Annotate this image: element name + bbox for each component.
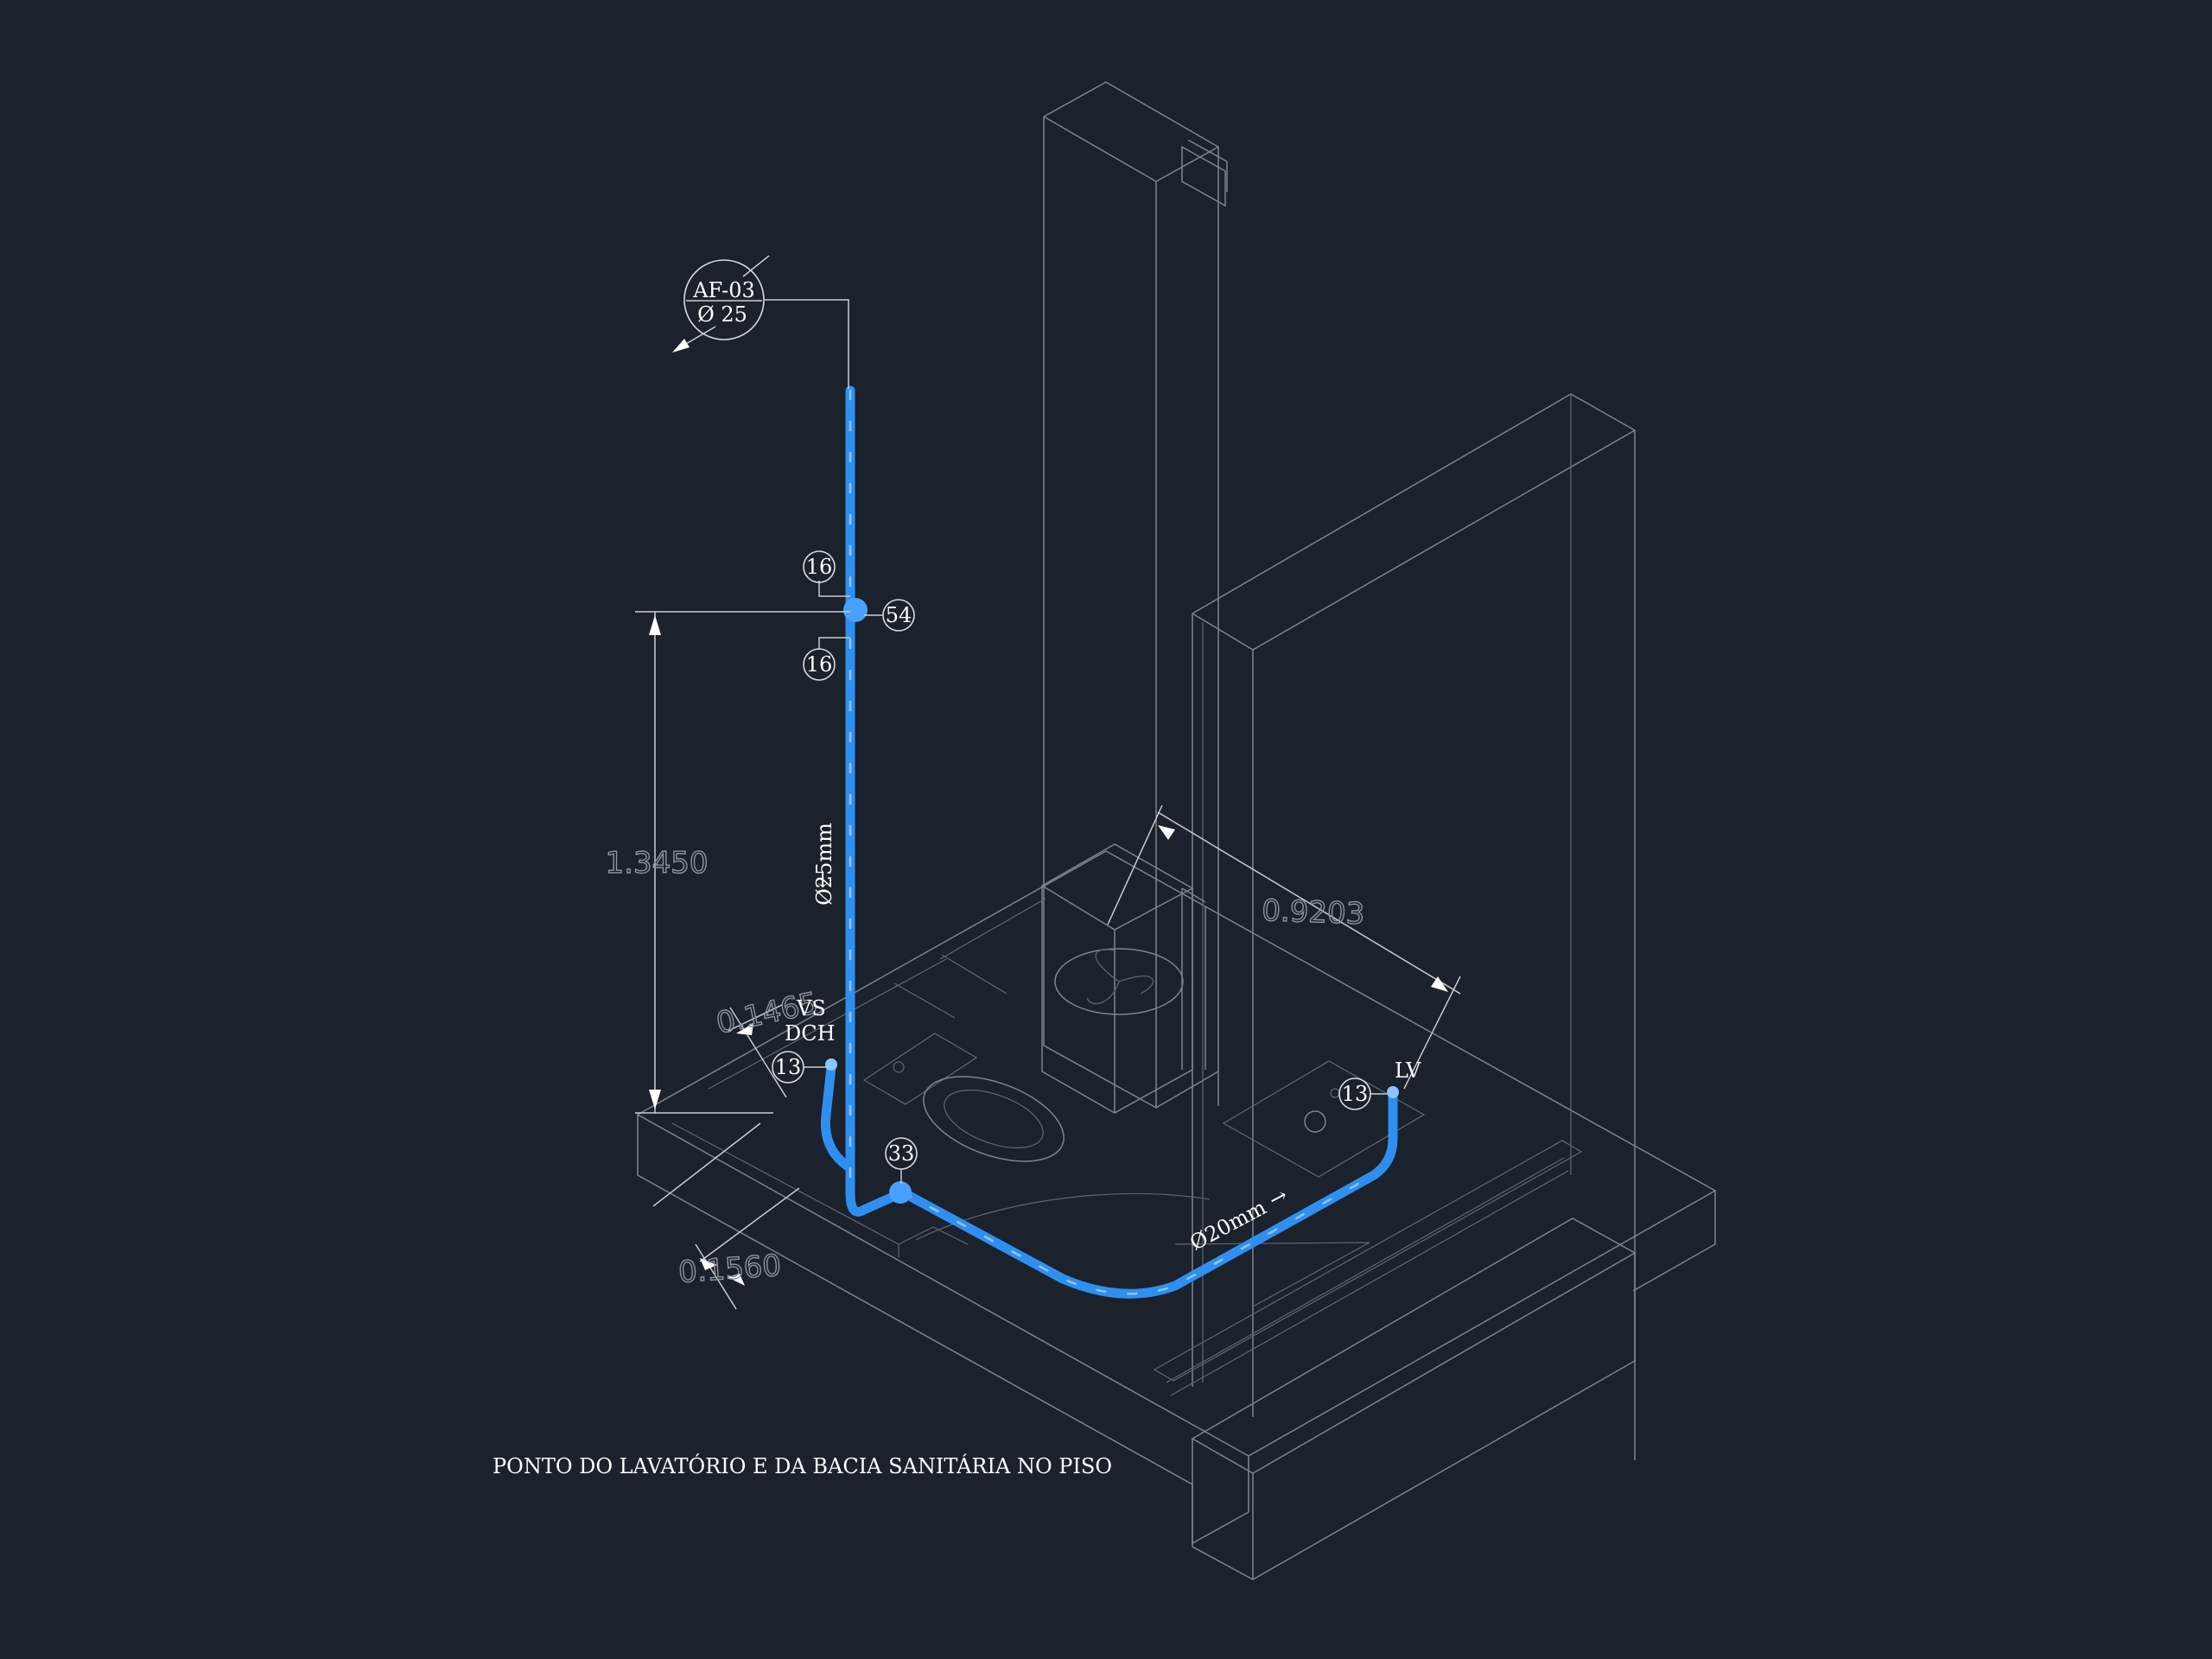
tee-fitting-54 xyxy=(843,598,868,622)
shaft-box xyxy=(1041,843,1193,1114)
offset-top-line xyxy=(728,1004,787,1098)
drain-trench xyxy=(1153,1140,1583,1396)
left-branch-pipe xyxy=(820,1062,855,1173)
drawing-caption: PONTO DO LAVATÓRIO E DA BACIA SANITÁRIA … xyxy=(493,1453,1112,1478)
tag-diameter: Ø 25 xyxy=(697,302,747,327)
horizontal-branch-pipe xyxy=(898,1088,1398,1299)
label-vs: VS xyxy=(796,996,826,1020)
span-dimension: 0.9203 xyxy=(1262,893,1365,931)
marker-16-top-bubble xyxy=(803,550,836,583)
annotations: AF-03 Ø 25 16 54 16 13 33 13 VS DCH LV Ø… xyxy=(493,255,1421,1478)
shower-arc xyxy=(915,1192,1370,1307)
outlet-vs xyxy=(825,1058,837,1071)
marker-16-top: 16 xyxy=(806,555,833,579)
outlet-lv xyxy=(1387,1086,1399,1098)
span-dimension-line xyxy=(1107,804,1461,1090)
marker-54-bubble xyxy=(882,599,915,632)
height-dimension: 1.3450 xyxy=(606,846,709,880)
label-dch: DCH xyxy=(785,1021,836,1046)
floor-recess-left xyxy=(708,898,1046,1090)
right-wall xyxy=(1192,393,1636,1460)
marker-54: 54 xyxy=(886,603,912,627)
vertical-pipe-diameter: Ø25mm xyxy=(812,823,836,906)
tag-code: AF-03 xyxy=(692,278,755,302)
offset-bottom-dimension: 0.1560 xyxy=(677,1249,782,1290)
water-pipe-network xyxy=(820,385,1399,1299)
toilet-fixture xyxy=(862,1033,978,1105)
offset-bottom-line xyxy=(652,1122,800,1310)
label-lv: LV xyxy=(1395,1058,1421,1083)
marker-13-right-bubble xyxy=(1338,1077,1371,1110)
marker-33-bubble xyxy=(885,1137,918,1170)
side-panel xyxy=(1181,887,1206,1070)
marker-13-right: 13 xyxy=(1342,1082,1369,1106)
af03-tag-bubble xyxy=(683,259,765,340)
dimension-lines: 1.3450 0.9203 0.1465 0.1560 xyxy=(605,611,1461,1310)
building-geometry xyxy=(636,81,1717,1580)
lavatory-fixture xyxy=(1222,1060,1426,1178)
toilet-bowl xyxy=(923,1076,1065,1162)
right-wall-inner xyxy=(1202,394,1572,1382)
marker-13-left-bubble xyxy=(772,1051,804,1084)
tee-fitting-33 xyxy=(889,1181,912,1204)
height-dimension-line xyxy=(635,611,850,1114)
front-bench xyxy=(1191,1217,1637,1580)
vertical-pipe-arrow: ← xyxy=(810,871,835,888)
column-notch xyxy=(1181,139,1228,207)
horizontal-pipe-diameter: Ø20mm xyxy=(1185,1195,1270,1255)
marker-33: 33 xyxy=(888,1141,915,1166)
floor-slab xyxy=(636,850,1717,1545)
back-column xyxy=(1043,81,1219,1109)
marker-16-bottom-bubble xyxy=(803,648,836,681)
floor-recess-front xyxy=(671,1122,969,1257)
lavatory-drain xyxy=(1304,1110,1326,1133)
fan-icon xyxy=(1054,948,1184,1015)
vertical-supply-pipe xyxy=(845,385,908,1217)
horizontal-pipe-arrow: → xyxy=(1265,1183,1292,1212)
marker-13-left: 13 xyxy=(775,1055,802,1079)
marker-16-bottom: 16 xyxy=(806,652,833,677)
